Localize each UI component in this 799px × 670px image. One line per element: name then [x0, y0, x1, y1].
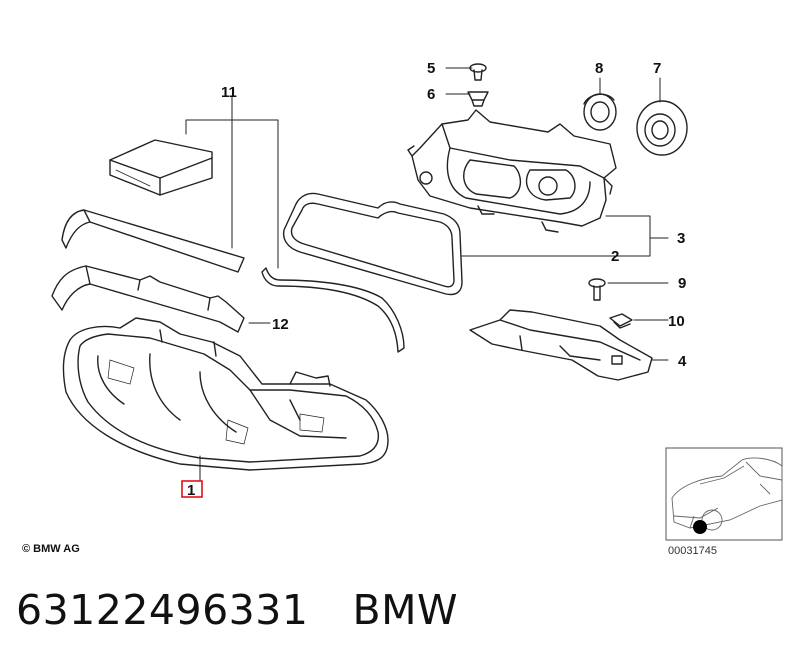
bolt: [588, 278, 606, 301]
callout-2: 2: [611, 248, 619, 265]
housing-gasket: [282, 192, 463, 296]
callout-11: 11: [221, 84, 237, 101]
callout-6: 6: [427, 86, 435, 103]
part-number: 63122496331: [16, 586, 309, 634]
callout-1: 1: [187, 482, 195, 499]
callout-9: 9: [678, 275, 686, 292]
nut-clip: [609, 313, 633, 329]
headlight-assembly: [62, 317, 389, 471]
callout-1-highlight-box: [181, 480, 203, 498]
lamp-housing: [407, 109, 617, 233]
upper-seal-strip: [61, 209, 245, 273]
part-caption: 63122496331 BMW: [16, 586, 458, 634]
fastener-clip: [467, 91, 489, 107]
fastener-screw: [469, 63, 487, 81]
callout-12: 12: [272, 316, 289, 333]
location-marker: [693, 520, 707, 534]
car-silhouette: [671, 457, 783, 531]
callout-3: 3: [677, 230, 685, 247]
callout-7: 7: [653, 60, 661, 77]
callout-8: 8: [595, 60, 603, 77]
callout-4: 4: [678, 353, 687, 370]
mounting-bracket: [469, 309, 653, 381]
trim-frame: [51, 265, 245, 333]
locator-inset: [665, 447, 783, 541]
leader-lines: [185, 67, 669, 481]
copyright-label: © BMW AG: [22, 543, 80, 555]
bulb-cap-large: [636, 100, 688, 156]
bulb-kit-box: [109, 139, 213, 196]
brand-name: BMW: [352, 586, 458, 634]
callout-5: 5: [427, 60, 435, 77]
bulb-cap-small: [583, 93, 617, 131]
callout-10: 10: [668, 313, 685, 330]
long-gasket: [261, 267, 405, 353]
diagram-reference-number: 00031745: [668, 545, 717, 557]
